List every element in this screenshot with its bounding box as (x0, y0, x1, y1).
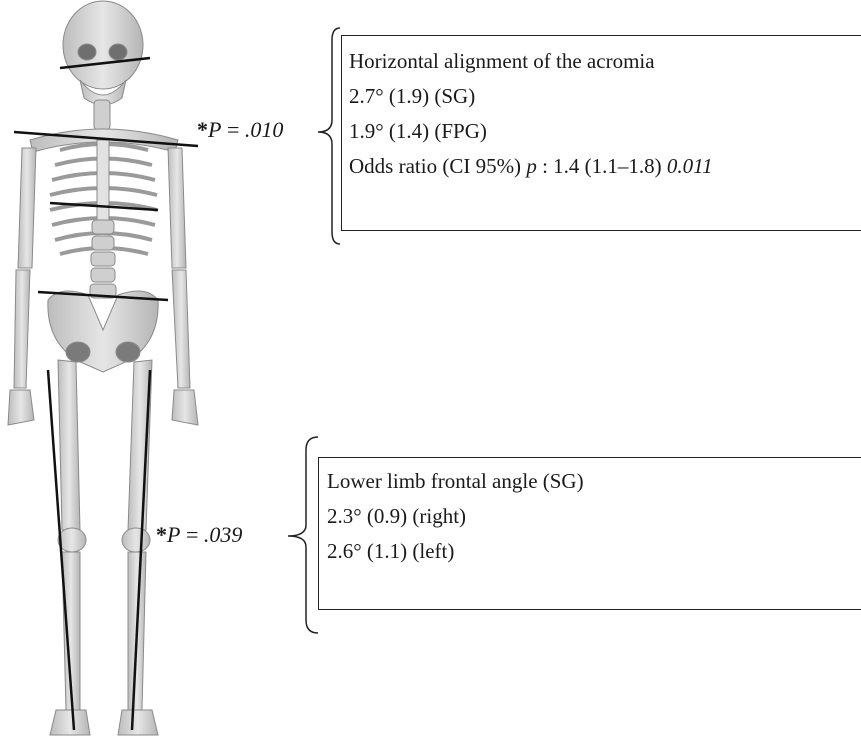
skull (63, 1, 143, 105)
p-symbol: P (208, 117, 221, 142)
p-value: .010 (245, 117, 284, 142)
acromia-fpg-value: 1.9° (1.4) (FPG) (349, 114, 861, 149)
spine (90, 220, 116, 298)
lower-limb-title: Lower limb frontal angle (SG) (327, 464, 861, 499)
acromia-odds-ratio: Odds ratio (CI 95%) p : 1.4 (1.1–1.8) 0.… (349, 149, 861, 184)
p-value-lower-limb: *P = .039 (156, 522, 242, 548)
odds-p-value: 0.011 (667, 154, 713, 178)
lower-limb-left-value: 2.6° (1.1) (left) (327, 534, 861, 569)
p-equals: = (221, 117, 244, 142)
p-value: .039 (204, 522, 243, 547)
brace-bottom (288, 437, 318, 633)
odds-mid: : 1.4 (1.1–1.8) (537, 154, 667, 178)
p-value-acromia: *P = .010 (197, 117, 283, 143)
odds-prefix: Odds ratio (CI 95%) (349, 154, 526, 178)
p-symbol: P (167, 522, 180, 547)
sternum (97, 140, 109, 220)
brace-top (318, 28, 340, 244)
odds-p-symbol: p (526, 154, 537, 178)
significance-star: * (197, 117, 208, 142)
pelvis (48, 291, 158, 372)
significance-star: * (156, 522, 167, 547)
lower-limb-right-value: 2.3° (0.9) (right) (327, 499, 861, 534)
lower-limb-info-box: Lower limb frontal angle (SG) 2.3° (0.9)… (318, 457, 861, 610)
acromia-info-box: Horizontal alignment of the acromia 2.7°… (341, 35, 861, 231)
neck-spine (94, 100, 110, 130)
acromia-title: Horizontal alignment of the acromia (349, 44, 861, 79)
p-equals: = (180, 522, 203, 547)
acromia-sg-value: 2.7° (1.9) (SG) (349, 79, 861, 114)
